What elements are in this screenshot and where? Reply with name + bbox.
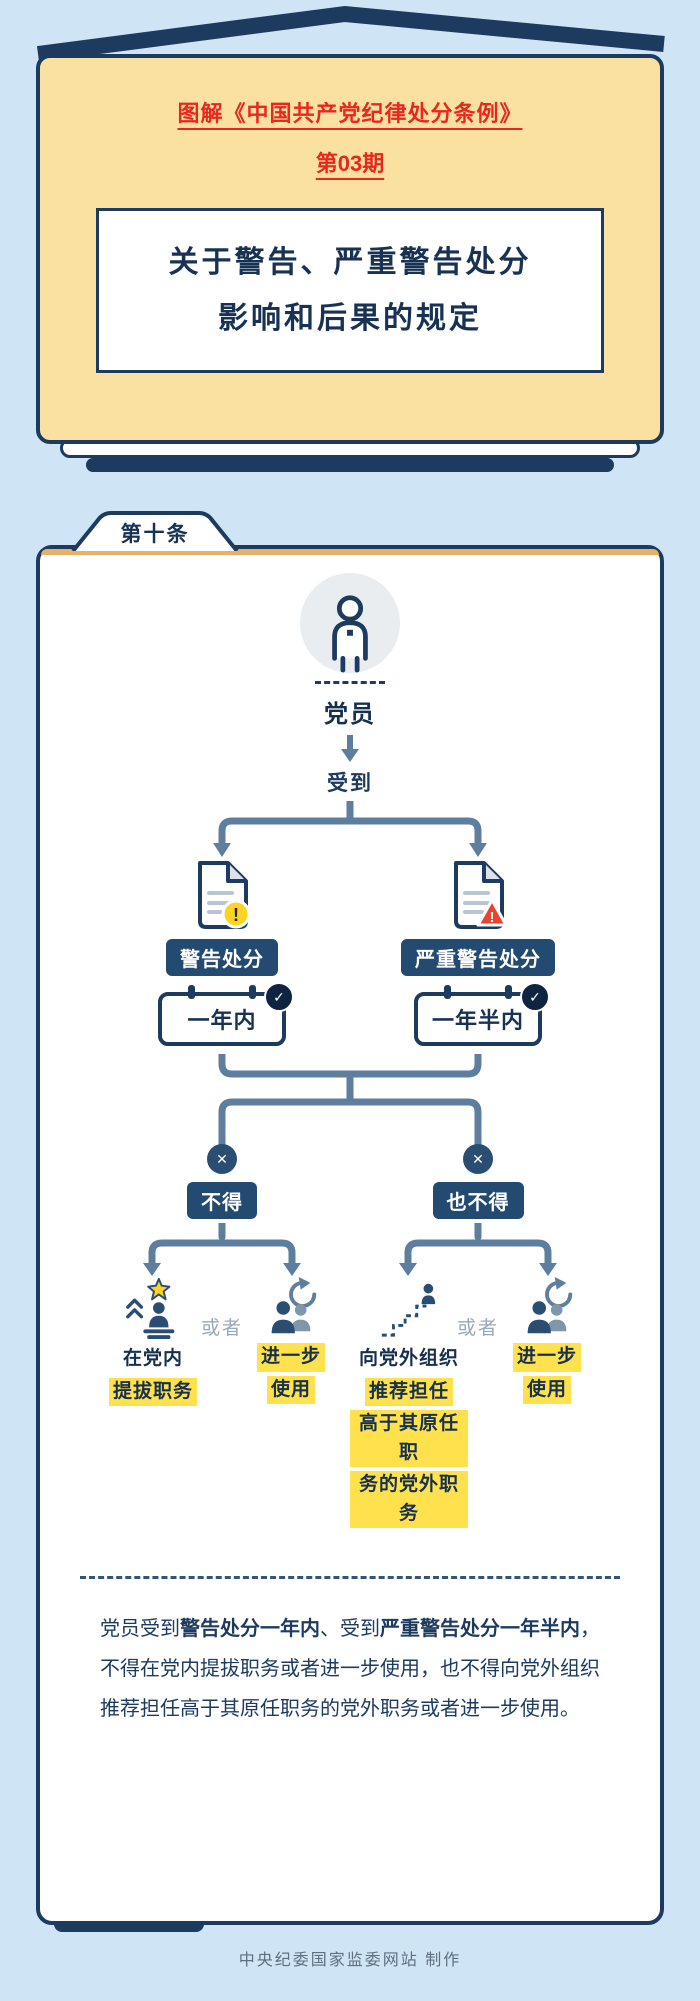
cover-title-line-2: 影响和后果的规定: [218, 301, 482, 335]
svg-text:!: !: [490, 909, 495, 926]
arrow-down-icon: [341, 735, 359, 762]
calendar-ring: [444, 985, 451, 999]
prohibition-right: ✕ 也不得: [350, 1144, 606, 1528]
people-cycle-arrow-icon: [271, 1277, 317, 1334]
further-use-option: 进一步 使用: [232, 1277, 350, 1404]
document-alert-triangle-icon: !: [454, 861, 508, 929]
or-label: 或者: [456, 1318, 500, 1339]
cover-title-line-1: 关于警告、严重警告处分: [168, 246, 532, 279]
check-icon: ✓: [264, 982, 294, 1012]
warning-branch: ! 警告处分 ✓ 一年内: [94, 859, 350, 1046]
series-title: 图解《中国共产党纪律处分条例》: [177, 101, 523, 126]
prohibition-left: ✕ 不得: [94, 1144, 350, 1528]
promotion-star-person-icon: [126, 1277, 175, 1339]
calendar-check-icon: ✓ 一年内: [158, 982, 294, 1046]
also-forbid-badge: 也不得: [432, 1182, 524, 1219]
label-recommend-3: 务的党外职务: [350, 1471, 468, 1528]
label-inside-party: 在党内: [122, 1348, 183, 1369]
svg-text:!: !: [233, 905, 239, 925]
page-stack-bar-navy: [86, 458, 614, 472]
stairs-person-icon: [381, 1283, 436, 1337]
article-tab-label: 第十条: [120, 523, 190, 546]
or-label: 或者: [200, 1318, 244, 1339]
summary-paragraph: 党员受到警告处分一年内、受到严重警告处分一年半内，不得在党内提拔职务或者进一步使…: [100, 1618, 600, 1720]
circle-cross-icon: ✕: [463, 1144, 493, 1174]
check-icon: ✓: [520, 982, 550, 1012]
label-recommend-2: 高于其原任职: [350, 1410, 468, 1467]
prohibition-branches: ✕ 不得: [94, 1144, 606, 1528]
label-use: 使用: [522, 1375, 571, 1404]
prohibition-left-options: 在党内 提拔职务 或者: [94, 1277, 350, 1406]
footer-credit: 中央纪委国家监委网站 制作: [238, 1952, 462, 1969]
label-recommend-1: 推荐担任: [364, 1377, 453, 1406]
merge-split-connector: [218, 1054, 482, 1146]
receive-label: 受到: [327, 772, 373, 795]
card-top-strip: [41, 549, 659, 555]
article-card: 第十条 党员 受到: [36, 511, 664, 1925]
dashed-divider: [80, 1576, 620, 1579]
calendar-ring: [188, 985, 195, 999]
subject-label: 党员: [324, 701, 376, 728]
severe-warning-period: 一年半内: [431, 1008, 524, 1033]
severe-warning-branch: ! 严重警告处分 ✓ 一年半内: [350, 859, 606, 1046]
folded-paper-decoration: [36, 5, 665, 62]
prohibition-right-options: 向党外组织 推荐担任 高于其原任职 务的党外职务 或者: [350, 1277, 606, 1528]
circle-cross-icon: ✕: [207, 1144, 237, 1174]
punishment-branches: ! 警告处分 ✓ 一年内: [94, 859, 606, 1046]
label-to-outside-org: 向党外组织: [358, 1348, 459, 1369]
person-icon: [332, 595, 368, 673]
warning-badge: 警告处分: [166, 939, 278, 976]
label-promote-position: 提拔职务: [108, 1377, 197, 1406]
tab-shape: [71, 511, 239, 551]
label-further: 进一步: [256, 1343, 325, 1372]
label-use: 使用: [266, 1375, 315, 1404]
further-use-option: 进一步 使用: [488, 1277, 606, 1404]
document-exclamation-icon: !: [198, 861, 251, 929]
cover-title-box: 关于警告、严重警告处分 影响和后果的规定: [96, 208, 604, 373]
severe-warning-badge: 严重警告处分: [401, 939, 555, 976]
issue-number: 第03期: [315, 151, 385, 176]
people-cycle-arrow-icon: [527, 1277, 573, 1334]
sub-split-connector: [143, 1223, 301, 1276]
article-tab: 第十条: [70, 511, 240, 551]
calendar-ring: [249, 985, 256, 999]
sub-split-connector: [399, 1223, 557, 1276]
forbid-badge: 不得: [187, 1182, 257, 1219]
warning-period: 一年内: [187, 1008, 257, 1033]
flowchart: 党员 受到 !: [40, 555, 660, 1749]
external-recommend-option: 向党外组织 推荐担任 高于其原任职 务的党外职务: [350, 1277, 468, 1528]
label-further: 进一步: [512, 1343, 581, 1372]
calendar-ring: [505, 985, 512, 999]
split-connector-top: [213, 801, 487, 857]
party-member-avatar: [300, 573, 400, 673]
cover-card: 图解《中国共产党纪律处分条例》 第03期 关于警告、严重警告处分 影响和后果的规…: [36, 54, 664, 444]
promotion-option: 在党内 提拔职务: [94, 1277, 212, 1406]
calendar-check-icon: ✓ 一年半内: [414, 982, 550, 1046]
ground-dashes: [315, 681, 385, 684]
